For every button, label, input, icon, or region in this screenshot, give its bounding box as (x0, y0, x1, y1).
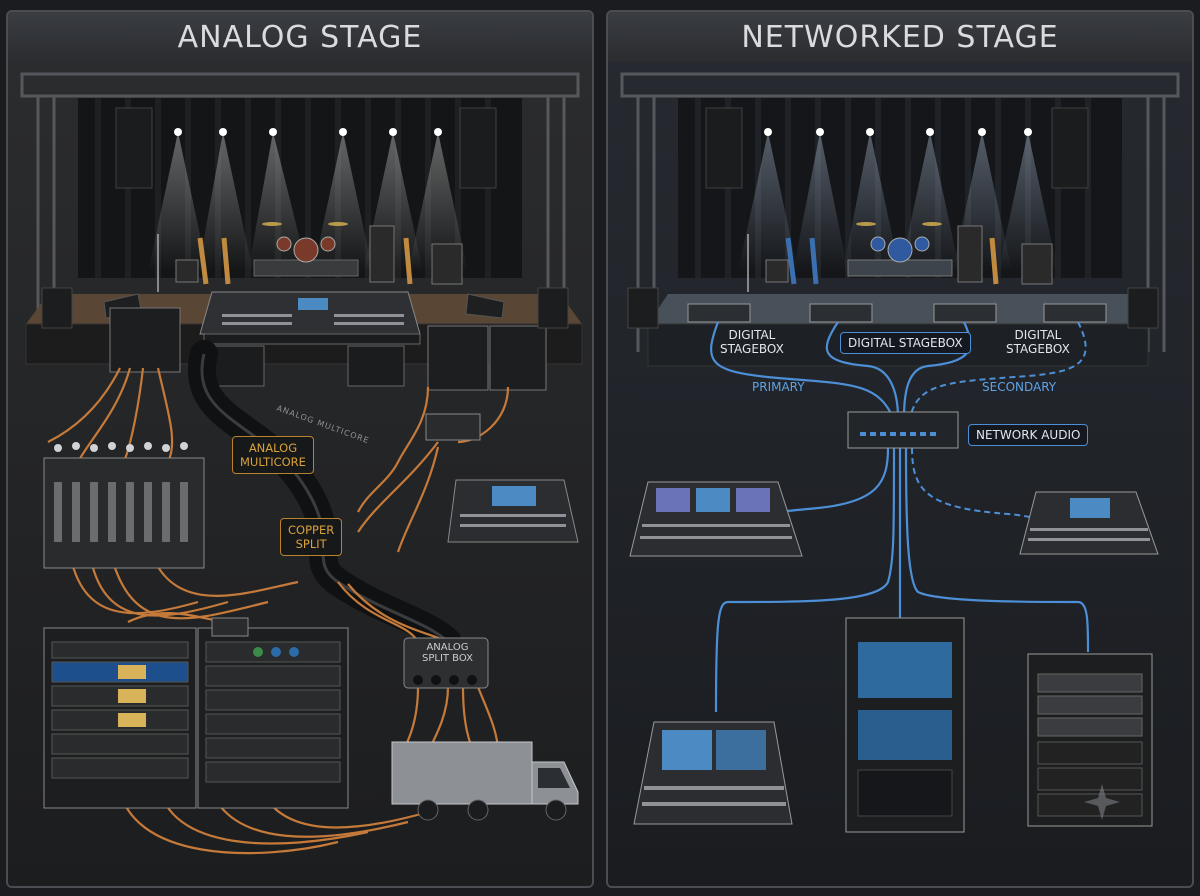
di-box (425, 413, 481, 441)
analog-stage-illustration (8, 62, 592, 886)
network-audio-label: NETWORK AUDIO (968, 424, 1089, 446)
copper-split-label: COPPER SPLIT (280, 518, 343, 556)
stage-rack-2 (489, 325, 547, 391)
foh-console (629, 481, 803, 557)
analog-stage-title: ANALOG STAGE (8, 12, 592, 64)
digital-stagebox-far-right (1043, 303, 1107, 323)
sub-speaker-left (41, 287, 73, 329)
networked-stage-panel: NETWORKED STAGE (606, 10, 1194, 888)
outboard-rack-left (43, 627, 197, 809)
sub-speaker-right (537, 287, 569, 329)
guitar (197, 237, 209, 285)
sub-speaker-right (1127, 287, 1159, 329)
digital-stagebox-right (933, 303, 997, 323)
networked-stage-illustration (608, 62, 1192, 886)
analog-stage-panel: ANALOG STAGE (6, 10, 594, 888)
sub-speaker-left (627, 287, 659, 329)
ob-truck (391, 741, 579, 821)
guitar-amp-right (1021, 243, 1053, 285)
guitar (989, 237, 999, 285)
spotlights (174, 128, 442, 136)
line-array-left (705, 107, 743, 189)
guitar-amp-left (765, 259, 789, 283)
monitor-console (447, 479, 579, 543)
road-case-2 (347, 345, 405, 387)
stage-wired-rack (109, 307, 181, 373)
foh-console-on-stage (199, 291, 421, 345)
guitar-amp-right (431, 243, 463, 285)
analog-mixer-with-mics (43, 442, 205, 569)
broadcast-console (633, 721, 793, 825)
split-box-print: ANALOG SPLIT BOX (422, 642, 473, 664)
networked-stage-title: NETWORKED STAGE (608, 12, 1192, 64)
line-array-right (459, 107, 497, 189)
line-array-right (1051, 107, 1089, 189)
guitar-amp-left (175, 259, 199, 283)
sparkle-icon (1084, 784, 1120, 820)
network-switch (847, 411, 959, 449)
small-split-box (211, 617, 249, 637)
amplifier-rack (1027, 653, 1153, 827)
guitar (221, 237, 231, 285)
secondary-network-cables (909, 321, 1087, 523)
stagebox-right-label: DIGITAL STAGEBOX (1006, 328, 1070, 356)
monitor-console (1019, 491, 1159, 555)
primary-network-cables (710, 321, 1090, 713)
stagebox-center-label: DIGITAL STAGEBOX (840, 332, 971, 354)
analog-split-box (403, 637, 489, 689)
bass-cabinet (369, 225, 395, 283)
line-array-left (115, 107, 153, 189)
analog-multicore-label: ANALOG MULTICORE (232, 436, 314, 474)
spotlights (764, 128, 1032, 136)
outboard-rack-right (197, 627, 349, 809)
drum-kit (856, 222, 942, 263)
stage-rack-1 (427, 325, 489, 391)
stage-deck (648, 294, 1148, 324)
bass-cabinet (957, 225, 983, 283)
primary-label: PRIMARY (752, 380, 805, 394)
processing-rack (845, 617, 965, 833)
stagebox-left-label: DIGITAL STAGEBOX (720, 328, 784, 356)
monitor-wedge-right (465, 293, 505, 319)
digital-stagebox-left (687, 303, 751, 323)
guitar (785, 237, 797, 285)
guitar (809, 237, 819, 285)
drum-kit (262, 222, 348, 263)
digital-stagebox-center (809, 303, 873, 323)
secondary-label: SECONDARY (982, 380, 1057, 394)
guitar (403, 237, 413, 285)
